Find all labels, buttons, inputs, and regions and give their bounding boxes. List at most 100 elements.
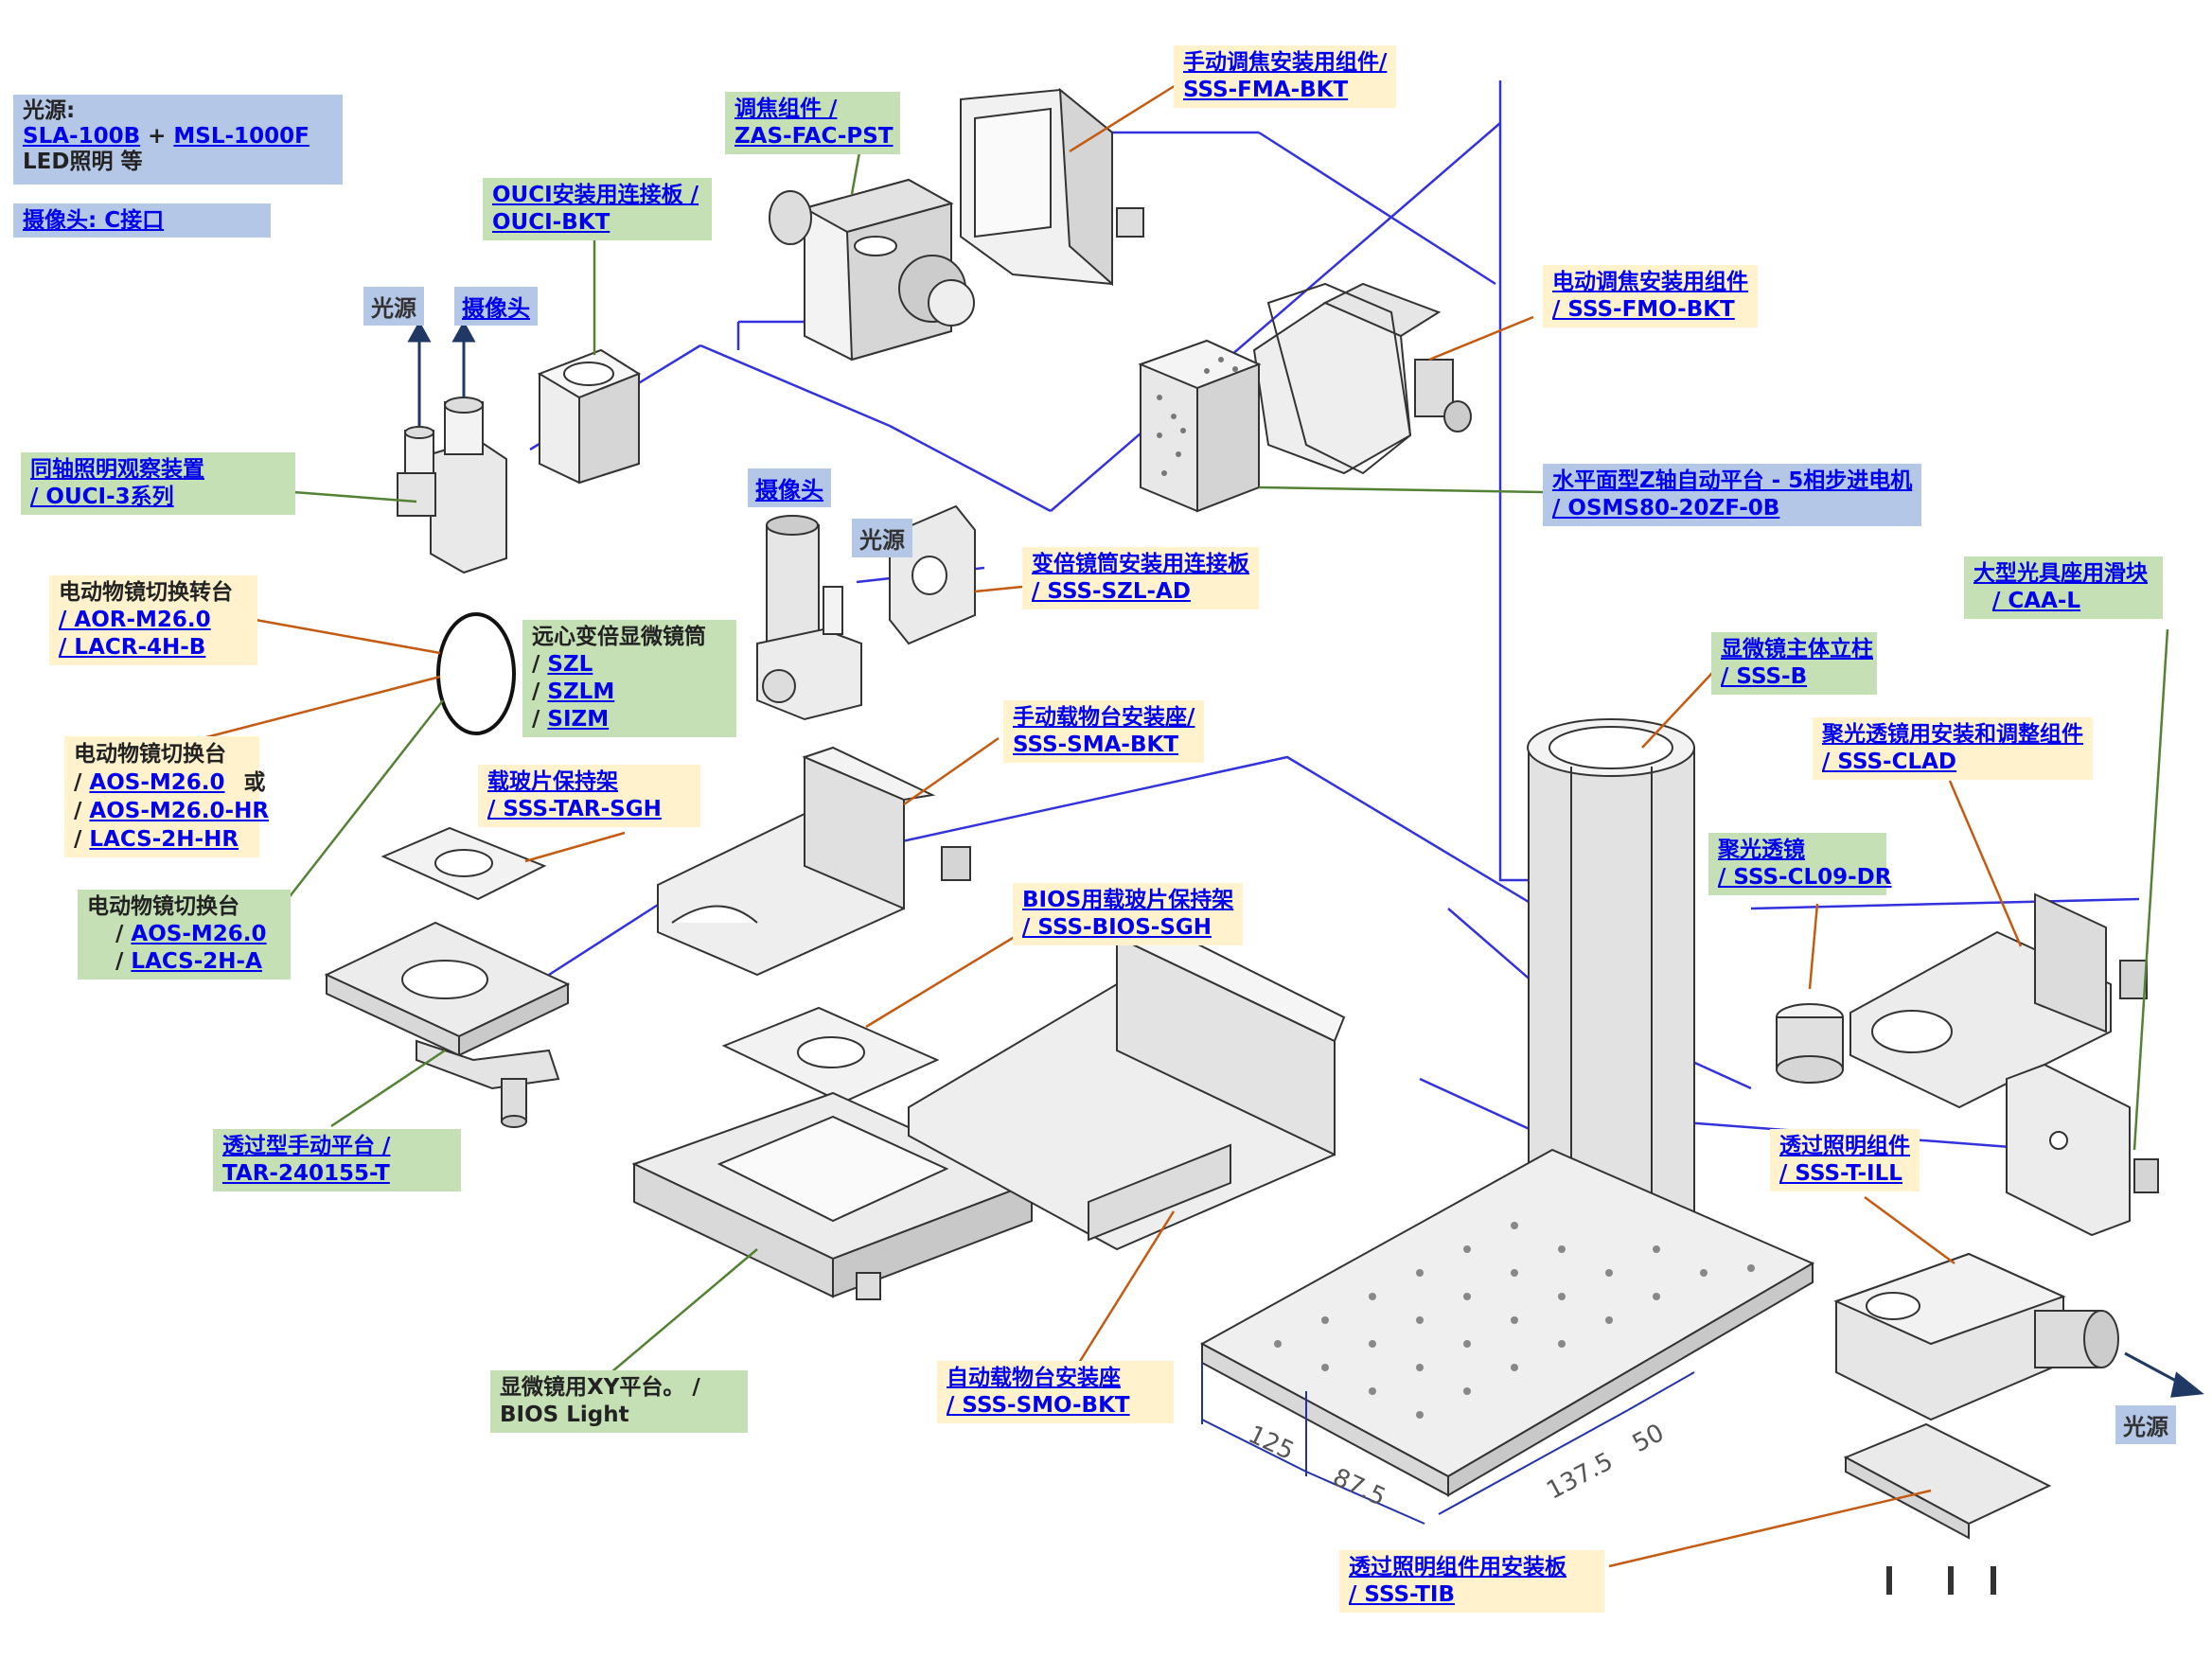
tar240-code[interactable]: TAR-240155-T bbox=[222, 1161, 390, 1186]
leader-lines bbox=[184, 76, 2169, 1568]
t-ill-code[interactable]: / SSS-T-ILL bbox=[1779, 1161, 1902, 1186]
callout-sss-tar-sgh: 载玻片保持架 / SSS-TAR-SGH bbox=[478, 765, 700, 827]
caa-l-drawing bbox=[2006, 1063, 2159, 1237]
sla-100b-link[interactable]: SLA-100B bbox=[23, 124, 141, 149]
led-illumination-text: LED照明 等 bbox=[23, 150, 143, 174]
tag-light-source-szl: 光源 bbox=[852, 519, 912, 557]
ouci3-name[interactable]: 同轴照明观察装置 bbox=[30, 457, 204, 482]
light-source-title: 光源: bbox=[23, 98, 76, 123]
ouci-bkt-name[interactable]: OUCI安装用连接板 / bbox=[492, 183, 699, 207]
tar-240155-t-drawing bbox=[324, 921, 571, 1128]
base-plate-drawing bbox=[1199, 1148, 1815, 1497]
osms-name[interactable]: 水平面型Z轴自动平台 - 5相步进电机 bbox=[1552, 468, 1913, 493]
szl-slash-1: / bbox=[532, 652, 548, 677]
szl-ad-name[interactable]: 变倍镜筒安装用连接板 bbox=[1032, 552, 1249, 576]
aos-m26-link[interactable]: AOS-M26.0 bbox=[89, 770, 225, 795]
smo-name[interactable]: 自动载物台安装座 bbox=[947, 1366, 1121, 1390]
light-source-box: 光源: SLA-100B + MSL-1000F LED照明 等 bbox=[13, 95, 343, 185]
bios-sgh-name[interactable]: BIOS用载玻片保持架 bbox=[1022, 888, 1234, 912]
tar240-name[interactable]: 透过型手动平台 / bbox=[222, 1134, 391, 1158]
sizm-code[interactable]: SIZM bbox=[547, 707, 610, 732]
tib-name[interactable]: 透过照明组件用安装板 bbox=[1349, 1555, 1566, 1580]
aos-hr-slash-3: / bbox=[74, 827, 90, 852]
callout-ouci-bkt: OUCI安装用连接板 / OUCI-BKT bbox=[483, 178, 712, 240]
sss-b-code[interactable]: / SSS-B bbox=[1721, 664, 1808, 689]
tag-camera-szl[interactable]: 摄像头 bbox=[748, 468, 831, 507]
sss-fmo-bkt-drawing bbox=[1252, 282, 1472, 475]
osms-code[interactable]: / OSMS80-20ZF-0B bbox=[1552, 496, 1780, 521]
clad-code[interactable]: / SSS-CLAD bbox=[1822, 750, 1957, 774]
fmo-code[interactable]: / SSS-FMO-BKT bbox=[1552, 297, 1735, 322]
zas-name[interactable]: 调焦组件 / bbox=[734, 97, 838, 121]
t-ill-name[interactable]: 透过照明组件 bbox=[1779, 1134, 1910, 1158]
szlm-code[interactable]: SZLM bbox=[547, 679, 615, 704]
msl-1000f-link[interactable]: MSL-1000F bbox=[173, 124, 310, 149]
sss-cl09-dr-drawing bbox=[1776, 1003, 1844, 1084]
callout-zas-fac-pst: 调焦组件 / ZAS-FAC-PST bbox=[725, 92, 900, 154]
aos-a-slash-1: / bbox=[115, 922, 132, 946]
callout-sss-tib: 透过照明组件用安装板 / SSS-TIB bbox=[1339, 1550, 1604, 1613]
aos-hr-name: 电动物镜切换台 bbox=[74, 742, 226, 767]
sss-b-name[interactable]: 显微镜主体立柱 bbox=[1721, 637, 1873, 662]
clad-name[interactable]: 聚光透镜用安装和调整组件 bbox=[1822, 722, 2083, 747]
aor-code-2[interactable]: / LACR-4H-B bbox=[59, 635, 206, 660]
caa-name[interactable]: 大型光具座用滑块 bbox=[1973, 561, 2148, 586]
tib-code[interactable]: / SSS-TIB bbox=[1349, 1582, 1455, 1607]
aos-hr-slash-1: / bbox=[74, 770, 90, 795]
lacs-2h-hr-link[interactable]: LACS-2H-HR bbox=[89, 827, 239, 852]
callout-ouci-3: 同轴照明观察装置 / OUCI-3系列 bbox=[21, 452, 295, 515]
bios-sgh-code[interactable]: / SSS-BIOS-SGH bbox=[1022, 915, 1212, 940]
tag-light-source-top: 光源 bbox=[363, 287, 424, 326]
aos-or-text: 或 bbox=[243, 770, 266, 795]
aos-m26-hr-link[interactable]: AOS-M26.0-HR bbox=[89, 799, 270, 823]
fmo-name[interactable]: 电动调焦安装用组件 bbox=[1552, 270, 1748, 294]
szl-name: 远心变倍显微镜筒 bbox=[532, 625, 706, 649]
aos-a-m26-link[interactable]: AOS-M26.0 bbox=[131, 922, 267, 946]
callout-sss-szl-ad: 变倍镜筒安装用连接板 / SSS-SZL-AD bbox=[1022, 547, 1259, 609]
smo-code[interactable]: / SSS-SMO-BKT bbox=[947, 1393, 1130, 1418]
callout-caa-l: 大型光具座用滑块 / CAA-L bbox=[1964, 556, 2163, 619]
ouci3-code[interactable]: / OUCI-3系列 bbox=[30, 485, 174, 509]
callout-sss-bios-sgh: BIOS用载玻片保持架 / SSS-BIOS-SGH bbox=[1013, 883, 1244, 945]
sss-fma-bkt-drawing bbox=[960, 87, 1144, 287]
sma-code[interactable]: SSS-SMA-BKT bbox=[1013, 732, 1179, 757]
tag-camera-top[interactable]: 摄像头 bbox=[454, 287, 538, 326]
aos-a-slash-2: / bbox=[115, 949, 132, 974]
cl09-name[interactable]: 聚光透镜 bbox=[1718, 838, 1805, 862]
szl-ad-code[interactable]: / SSS-SZL-AD bbox=[1032, 579, 1191, 604]
callout-sss-fmo-bkt: 电动调焦安装用组件 / SSS-FMO-BKT bbox=[1543, 265, 1758, 327]
caa-code[interactable]: / CAA-L bbox=[1992, 589, 2081, 613]
fma-name[interactable]: 手动调焦安装用组件/ bbox=[1183, 50, 1388, 75]
callout-aor-m26: 电动物镜切换转台 / AOR-M26.0 / LACR-4H-B bbox=[49, 575, 257, 665]
dimension-lines bbox=[1201, 1363, 1695, 1525]
bios-light-drawing bbox=[631, 1091, 1035, 1300]
sss-tar-sgh-drawing bbox=[380, 826, 547, 901]
cl09-code[interactable]: / SSS-CL09-DR bbox=[1718, 865, 1892, 890]
tag-light-source-till: 光源 bbox=[2115, 1405, 2176, 1444]
fma-code[interactable]: SSS-FMA-BKT bbox=[1183, 78, 1349, 102]
camera-mount-box: 摄像头: C接口 bbox=[13, 203, 271, 238]
szl-code[interactable]: SZL bbox=[547, 652, 593, 677]
aos-a-name: 电动物镜切换台 bbox=[87, 894, 239, 919]
arrow-right-icon bbox=[2124, 1351, 2204, 1398]
ouci-bkt-code[interactable]: OUCI-BKT bbox=[492, 210, 611, 235]
lacs-2h-a-link[interactable]: LACS-2H-A bbox=[131, 949, 262, 974]
tar-sgh-code[interactable]: / SSS-TAR-SGH bbox=[487, 797, 662, 821]
zas-code[interactable]: ZAS-FAC-PST bbox=[734, 124, 894, 149]
tar-sgh-name[interactable]: 载玻片保持架 bbox=[487, 769, 618, 794]
callout-bios-light: 显微镜用XY平台。 / BIOS Light bbox=[490, 1370, 748, 1433]
callout-tar-240155-t: 透过型手动平台 / TAR-240155-T bbox=[213, 1129, 461, 1191]
sss-t-ill-drawing bbox=[1833, 1252, 2119, 1421]
callout-sss-smo-bkt: 自动载物台安装座 / SSS-SMO-BKT bbox=[937, 1361, 1174, 1423]
sma-name[interactable]: 手动载物台安装座/ bbox=[1013, 705, 1195, 730]
callout-sss-sma-bkt: 手动载物台安装座/ SSS-SMA-BKT bbox=[1003, 700, 1205, 763]
ouci-bkt-drawing bbox=[537, 348, 642, 485]
callout-sss-t-ill: 透过照明组件 / SSS-T-ILL bbox=[1770, 1129, 1920, 1191]
aor-code-1[interactable]: / AOR-M26.0 bbox=[59, 608, 211, 632]
bios-light-code: BIOS Light bbox=[500, 1403, 629, 1427]
zas-fac-pst-drawing bbox=[769, 178, 975, 362]
camera-c-mount-link[interactable]: 摄像头: C接口 bbox=[23, 208, 165, 233]
szl-drawing bbox=[756, 515, 862, 721]
